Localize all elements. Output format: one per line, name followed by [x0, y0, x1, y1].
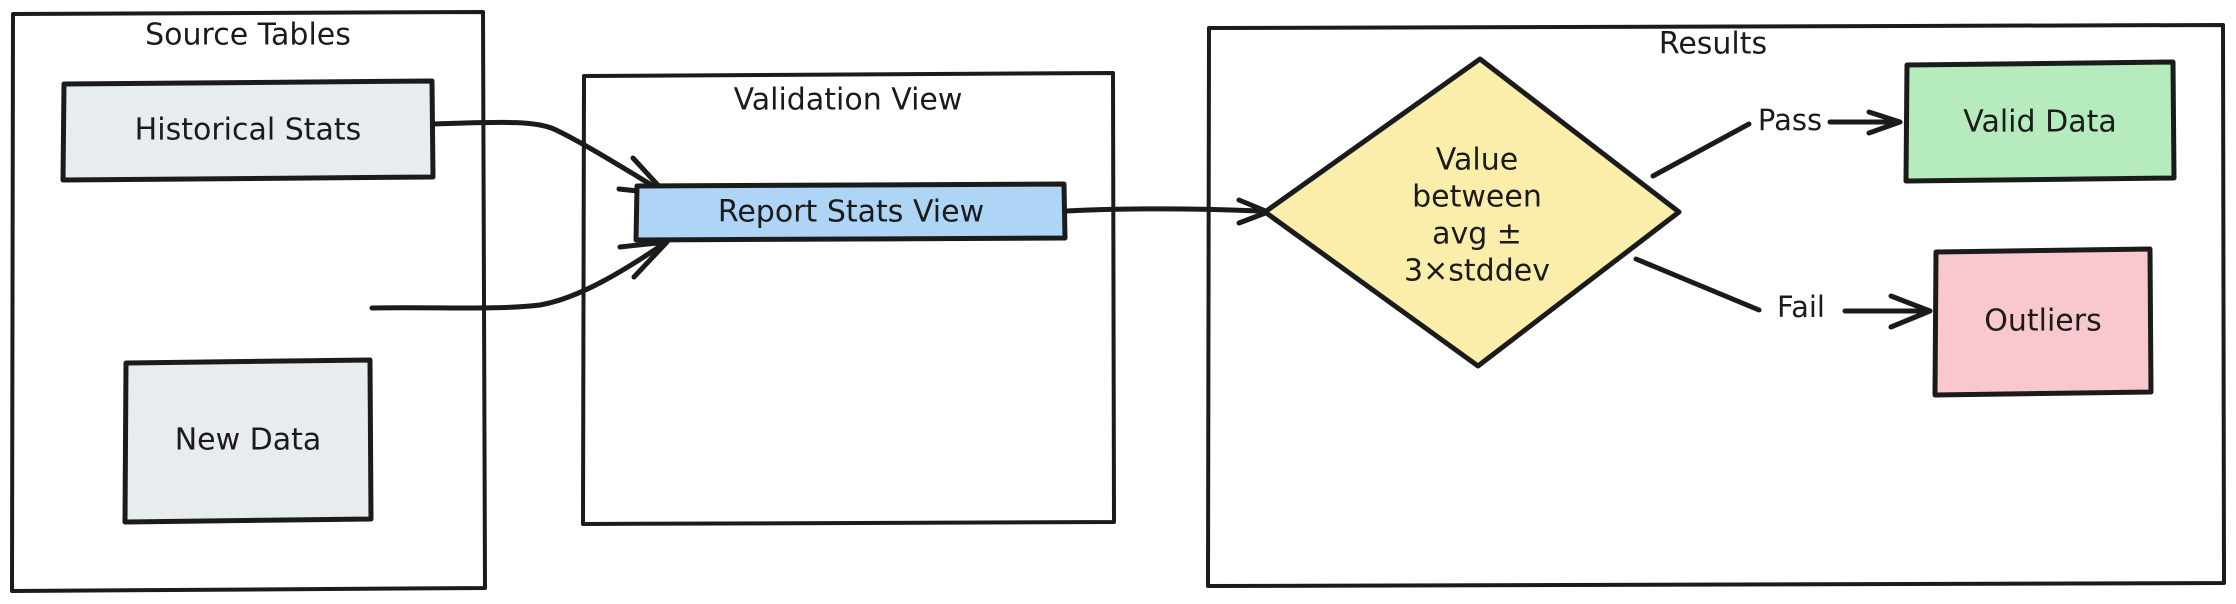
group-validation-view: Validation View — [581, 71, 1116, 526]
group-results-frame — [1206, 23, 2226, 588]
node-new-data-shape[interactable] — [122, 357, 374, 525]
node-historical-stats[interactable]: Historical Stats — [60, 78, 436, 183]
edge-report-to-check — [1063, 197, 1271, 226]
node-report-stats-view-shape[interactable] — [633, 181, 1068, 243]
group-results: Results — [1206, 23, 2226, 588]
edge-check-to-valid-path — [1650, 121, 1752, 179]
node-valid-data[interactable]: Valid Data — [1903, 59, 2177, 184]
node-new-data[interactable]: New Data — [122, 357, 374, 525]
node-value-check-label-line-1: Value — [1436, 143, 1518, 178]
edge-report-to-check-path — [1063, 206, 1263, 214]
node-report-stats-view-label: Report Stats View — [718, 195, 984, 230]
node-valid-data-label: Valid Data — [1963, 105, 2116, 140]
node-value-check-label-line-3: avg ± — [1432, 217, 1522, 252]
group-source-tables: Source Tables — [10, 10, 487, 593]
group-source-tables-frame — [10, 10, 487, 593]
node-valid-data-shape[interactable] — [1903, 59, 2177, 184]
node-outliers-label: Outliers — [1984, 304, 2101, 339]
group-validation-view-title: Validation View — [734, 83, 963, 118]
edge-hist-to-report-path — [431, 119, 668, 196]
edge-new-to-report — [369, 239, 670, 311]
group-source-tables-title: Source Tables — [145, 18, 351, 53]
node-value-check[interactable]: Value between avg ± 3×stddev — [1262, 56, 1682, 369]
group-validation-view-frame — [581, 71, 1116, 526]
node-value-check-label-line-4: 3×stddev — [1404, 254, 1550, 289]
node-report-stats-view[interactable]: Report Stats View — [633, 181, 1068, 243]
node-historical-stats-shape[interactable] — [60, 78, 436, 183]
node-historical-stats-label: Historical Stats — [135, 113, 362, 148]
node-outliers-shape[interactable] — [1932, 246, 2154, 398]
edge-check-to-outliers-arrowhead — [1888, 293, 1933, 330]
edge-check-to-outliers-label: Fail — [1777, 290, 1825, 324]
node-new-data-label: New Data — [175, 423, 322, 458]
edge-check-to-valid-label: Pass — [1758, 103, 1822, 137]
edge-check-to-outliers-path — [1633, 256, 1762, 313]
edge-hist-to-report — [431, 119, 669, 197]
node-value-check-shape[interactable] — [1262, 56, 1682, 369]
group-results-title: Results — [1659, 27, 1767, 62]
edge-check-to-outliers: Fail — [1633, 256, 1933, 330]
edge-check-to-valid-arrowhead — [1866, 109, 1903, 136]
node-outliers[interactable]: Outliers — [1932, 246, 2154, 398]
node-value-check-label-line-2: between — [1412, 180, 1542, 215]
edge-new-to-report-path — [369, 240, 668, 311]
edge-check-to-valid: Pass — [1650, 103, 1903, 179]
